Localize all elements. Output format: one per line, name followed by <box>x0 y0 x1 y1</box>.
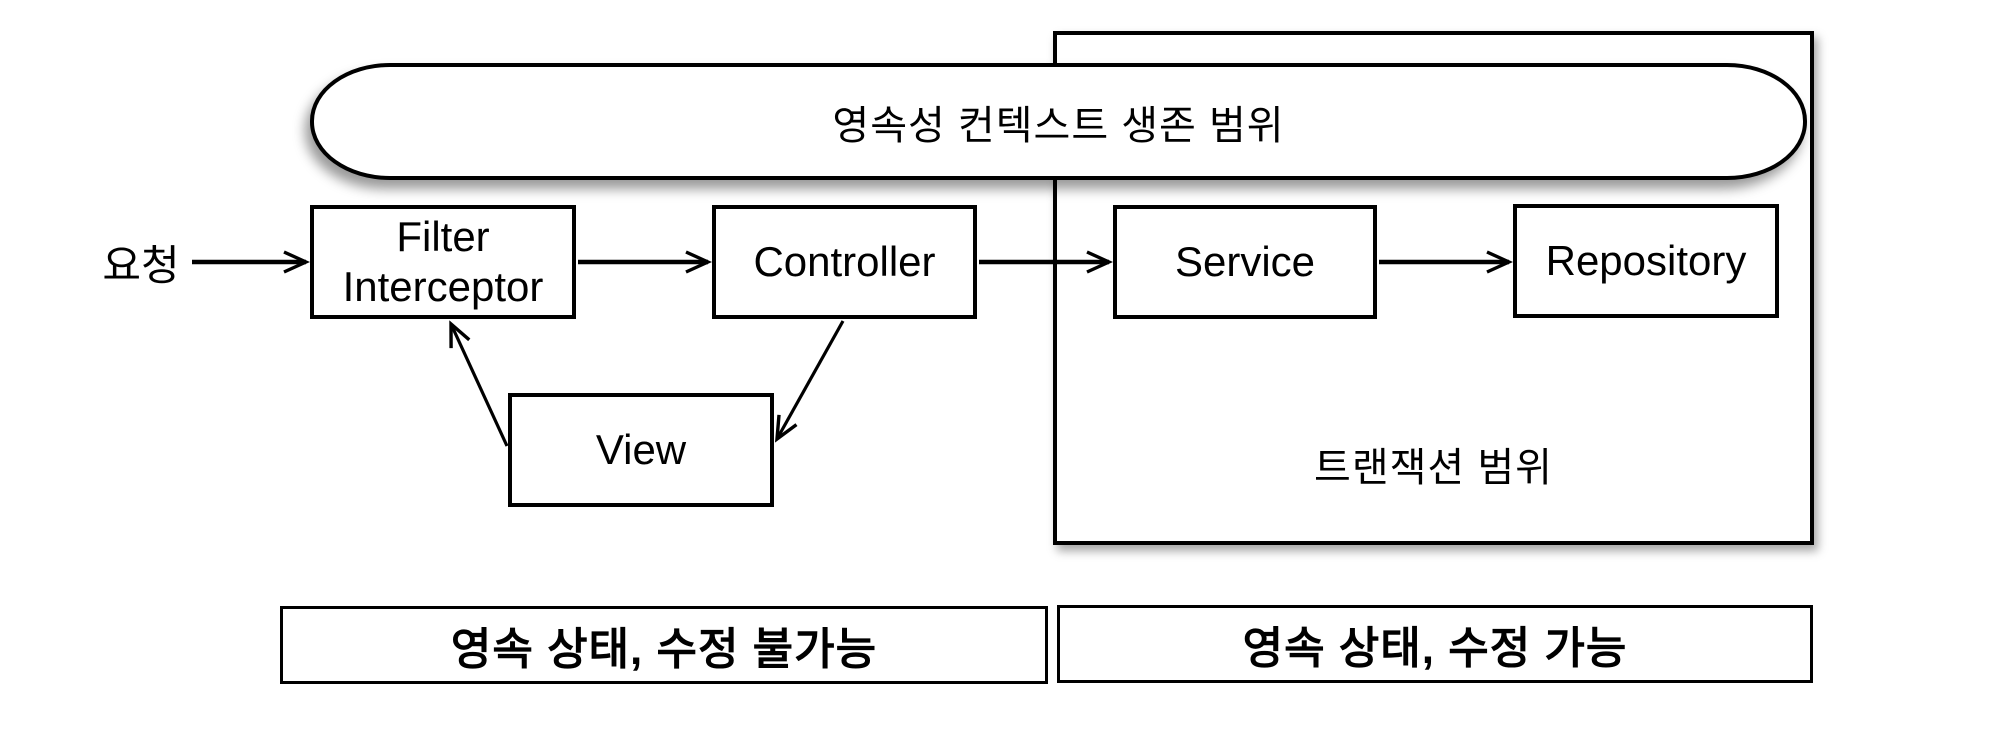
footer-managed-state-label: 영속 상태, 수정 가능 <box>1242 624 1628 673</box>
persistence-context-ellipse: 영속성 컨텍스트 생존 범위 <box>310 63 1807 180</box>
persistence-context-label: 영속성 컨텍스트 생존 범위 <box>832 103 1285 148</box>
transaction-scope-label: 트랜잭션 범위 <box>1314 446 1553 490</box>
node-filter-interceptor: Filter Interceptor <box>310 205 576 319</box>
node-repository: Repository <box>1513 204 1779 318</box>
repository-label: Repository <box>1545 236 1747 284</box>
node-service: Service <box>1113 205 1377 319</box>
arrow-view-to-filter <box>451 324 509 447</box>
view-label: View <box>595 425 687 473</box>
node-view: View <box>508 393 774 507</box>
arrow-controller-to-view <box>777 320 845 439</box>
service-label: Service <box>1174 237 1316 285</box>
footer-detached-state-label: 영속 상태, 수정 불가능 <box>450 625 878 674</box>
request-label: 요청 <box>102 241 180 289</box>
filter-interceptor-label-line1: Filter <box>396 212 490 260</box>
footer-detached-state-box: 영속 상태, 수정 불가능 <box>280 606 1048 684</box>
footer-managed-state-box: 영속 상태, 수정 가능 <box>1057 605 1813 683</box>
node-controller: Controller <box>712 205 977 319</box>
controller-label: Controller <box>753 237 936 285</box>
filter-interceptor-label-line2: Interceptor <box>342 263 544 310</box>
